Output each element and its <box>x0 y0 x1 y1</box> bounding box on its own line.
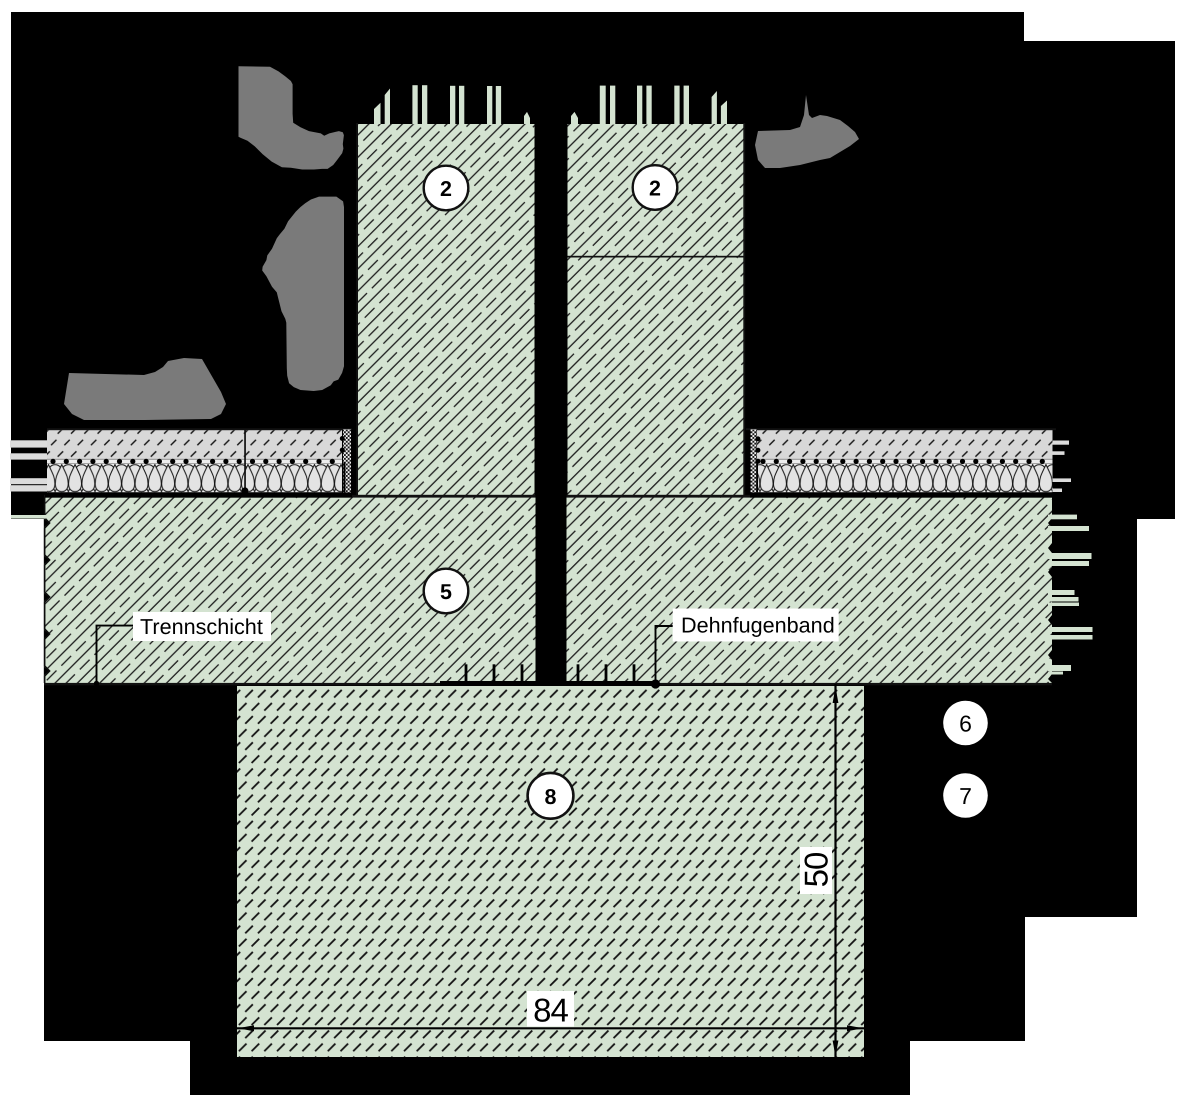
svg-text:8: 8 <box>545 785 557 809</box>
svg-text:7: 7 <box>959 783 972 809</box>
svg-text:5: 5 <box>440 580 452 604</box>
svg-text:Trennschicht: Trennschicht <box>140 614 263 639</box>
svg-text:84: 84 <box>533 992 568 1029</box>
svg-text:Dehnfugenband: Dehnfugenband <box>681 612 835 637</box>
svg-text:6: 6 <box>959 710 972 736</box>
svg-text:50: 50 <box>798 852 835 887</box>
svg-text:2: 2 <box>440 177 452 201</box>
svg-text:2: 2 <box>649 177 661 201</box>
